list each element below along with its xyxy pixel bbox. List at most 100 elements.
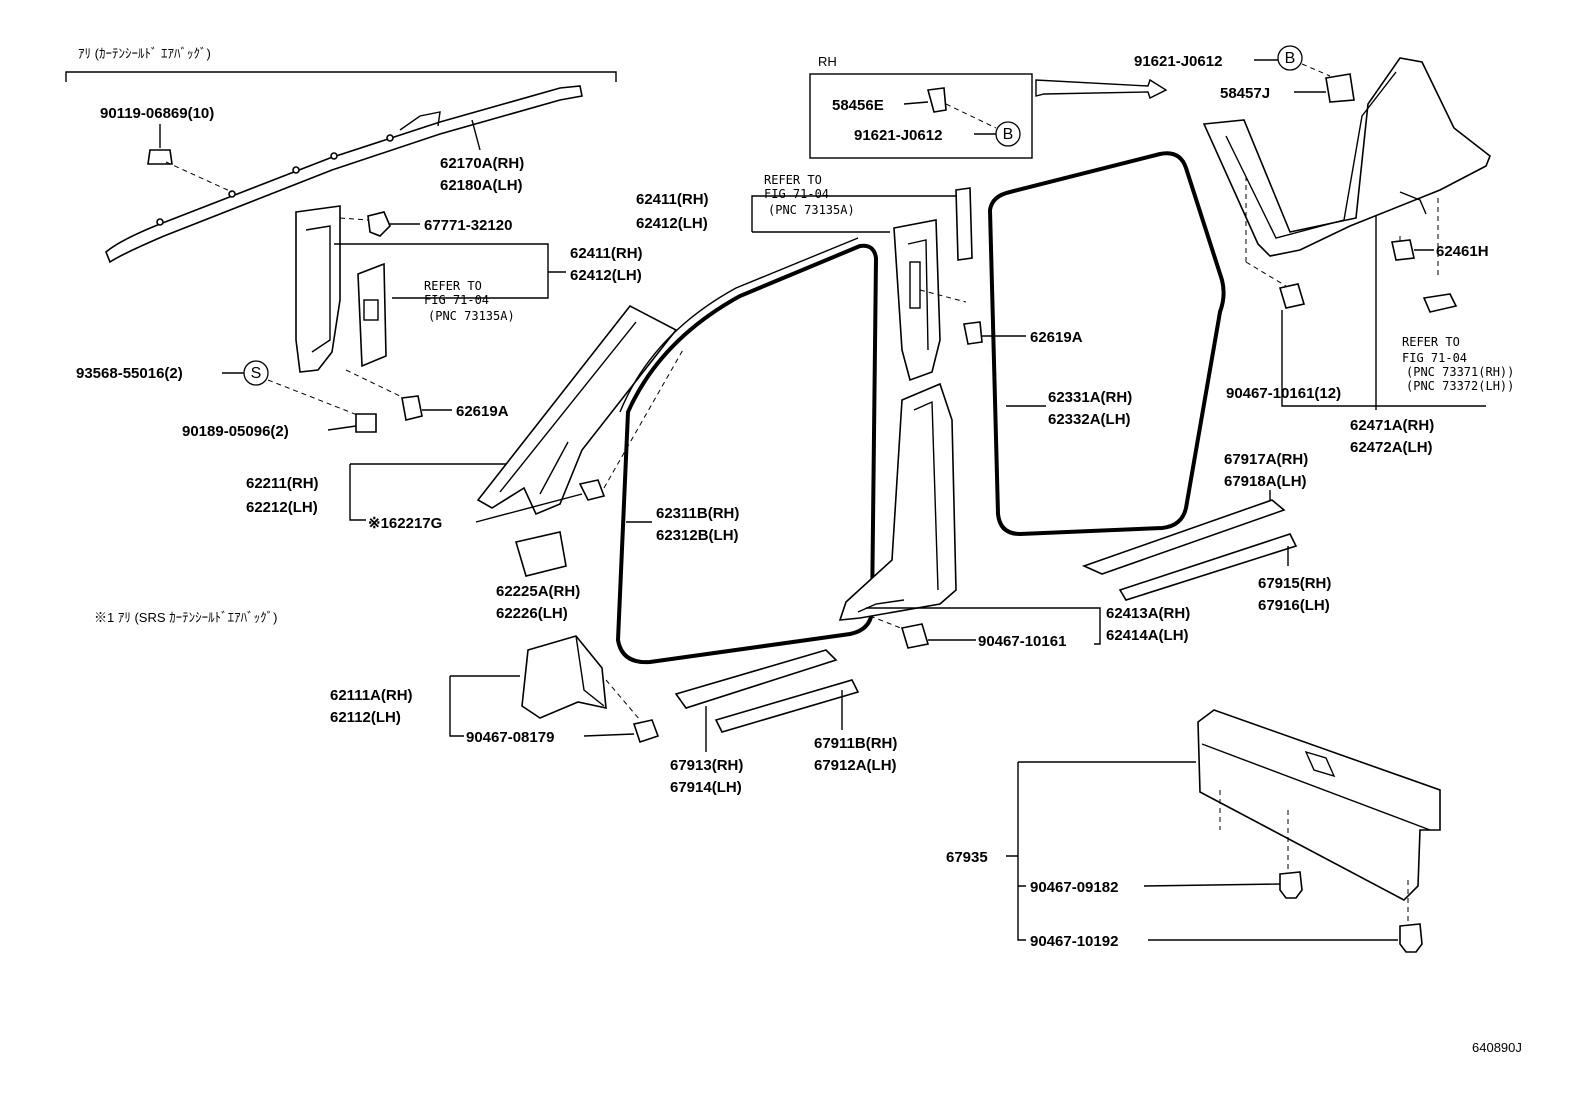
refer3-line3: (PNC 73371(RH)) bbox=[1406, 365, 1514, 379]
label-67915: 67915(RH) bbox=[1258, 575, 1331, 592]
rail-clip-3 bbox=[292, 166, 300, 174]
label-90467-10161b: 90467-10161(12) bbox=[1226, 385, 1341, 402]
pillar-garnish-center bbox=[893, 219, 941, 382]
leader-62411a bbox=[334, 243, 549, 299]
dash-67771 bbox=[339, 217, 369, 221]
label-62111a: 62111A(RH) bbox=[330, 687, 413, 704]
label-62331a: 62331A(RH) bbox=[1048, 389, 1132, 406]
leader-62217g bbox=[475, 493, 583, 523]
dash-b1 bbox=[1301, 63, 1331, 77]
label-90119: 90119-06869(10) bbox=[100, 105, 214, 122]
label-67916: 67916(LH) bbox=[1258, 597, 1330, 614]
rail-clip-4 bbox=[330, 152, 338, 160]
quarter-trim-inner bbox=[1225, 71, 1397, 239]
leader-62111a bbox=[449, 675, 520, 737]
scuff-plate-67917a bbox=[1081, 499, 1286, 575]
pillar-center-slot bbox=[909, 261, 921, 309]
label-62413a: 62413A(RH) bbox=[1106, 605, 1190, 622]
label-90467-08179: 90467-08179 bbox=[466, 729, 554, 746]
label-62414a: 62414A(LH) bbox=[1106, 627, 1189, 644]
label-91621-a: 91621-J0612 bbox=[1134, 53, 1222, 70]
clip-90467-10192 bbox=[1399, 923, 1423, 953]
clip-62619a-left bbox=[401, 395, 423, 421]
rh-detail-box bbox=[809, 73, 1033, 159]
label-62461h: 62461H bbox=[1436, 243, 1489, 260]
label-62211: 62211(RH) bbox=[246, 475, 319, 492]
dash-58456e bbox=[945, 103, 997, 129]
nut-90189 bbox=[355, 413, 377, 433]
circle-b1-text: B bbox=[1285, 50, 1296, 67]
leader-62170a bbox=[471, 119, 481, 151]
label-62412b: 62412(LH) bbox=[636, 215, 708, 232]
label-62226: 62226(LH) bbox=[496, 605, 568, 622]
leader-62211 bbox=[349, 463, 506, 521]
back-trim-ridge bbox=[1201, 743, 1431, 831]
refer1-line1: REFER TO bbox=[424, 279, 482, 293]
back-trim-67935 bbox=[1197, 709, 1441, 901]
label-90467-09182: 90467-09182 bbox=[1030, 879, 1118, 896]
circle-b1-marker bbox=[1277, 45, 1303, 71]
label-67911b: 67911B(RH) bbox=[814, 735, 897, 752]
label-67914: 67914(LH) bbox=[670, 779, 742, 796]
cover-62225a bbox=[514, 531, 567, 577]
label-62225a: 62225A(RH) bbox=[496, 583, 580, 600]
rail-clip-1 bbox=[156, 218, 164, 226]
pillar-lower-62413a bbox=[838, 382, 957, 621]
refer2-line1: REFER TO bbox=[764, 173, 822, 187]
label-62180a: 62180A(LH) bbox=[440, 177, 523, 194]
leader-90189 bbox=[327, 425, 357, 431]
circle-b2-text: B bbox=[1003, 126, 1014, 143]
bolt-90119 bbox=[147, 149, 173, 165]
label-62472a: 62472A(LH) bbox=[1350, 439, 1433, 456]
leader-58456e bbox=[903, 101, 929, 105]
refer3-line1: REFER TO bbox=[1402, 335, 1460, 349]
scuff-plate-67915 bbox=[1118, 533, 1298, 601]
label-62212: 62212(LH) bbox=[246, 499, 318, 516]
bracket-58457j bbox=[1325, 73, 1355, 103]
refer-bracket-right bbox=[1422, 293, 1458, 313]
dash-kick-clip bbox=[605, 679, 641, 721]
pillar-garnish-left bbox=[295, 205, 341, 373]
clip-90467-08179 bbox=[632, 719, 660, 744]
arrow-to-rh bbox=[1035, 78, 1168, 99]
label-62411a: 62411(RH) bbox=[570, 245, 643, 262]
bracket-top-left bbox=[65, 71, 617, 82]
label-62411b: 62411(RH) bbox=[636, 191, 709, 208]
leader-90467-08179 bbox=[583, 733, 635, 737]
label-90467-10161a: 90467-10161 bbox=[978, 633, 1066, 650]
kick-panel-62111a bbox=[521, 635, 607, 719]
label-62170a: 62170A(RH) bbox=[440, 155, 524, 172]
rail-clip-5 bbox=[386, 134, 394, 142]
label-62412a: 62412(LH) bbox=[570, 267, 642, 284]
pillar-lower-inner bbox=[913, 400, 939, 591]
clip-62619a-center bbox=[963, 321, 983, 345]
front-door-weatherstrip bbox=[615, 243, 879, 665]
label-67912a: 67912A(LH) bbox=[814, 757, 897, 774]
leader-90467-10161b bbox=[1281, 310, 1486, 407]
label-58457j: 58457J bbox=[1220, 85, 1270, 102]
clip-62461h bbox=[1391, 239, 1415, 261]
dash-62619a-center bbox=[919, 289, 967, 303]
weatherstrip-outer bbox=[619, 237, 859, 413]
pillar-62211-edge bbox=[499, 321, 637, 493]
scuff-plate-67913 bbox=[674, 649, 838, 709]
pillar-center-inner bbox=[907, 239, 929, 351]
dash-quarter-2 bbox=[1245, 261, 1287, 287]
quarter-trim-tab bbox=[1399, 191, 1427, 215]
pillar-inner-line bbox=[305, 225, 331, 353]
refer3-line2: FIG 71-04 bbox=[1402, 351, 1467, 365]
label-62332a: 62332A(LH) bbox=[1048, 411, 1131, 428]
note-footnote: ※1 ｱﾘ (SRS ｶｰﾃﾝｼｰﾙﾄﾞｴｱﾊﾞｯｸﾞ) bbox=[94, 610, 277, 625]
scuff-plate-67911b bbox=[714, 679, 860, 733]
label-62311b: 62311B(RH) bbox=[656, 505, 739, 522]
rail-bracket bbox=[399, 111, 441, 131]
circle-s-marker bbox=[243, 360, 269, 386]
refer1-line3: (PNC 73135A) bbox=[428, 309, 515, 323]
clip-90467-10161a bbox=[900, 623, 930, 649]
clip-90467-09182 bbox=[1279, 871, 1303, 899]
label-67771: 67771-32120 bbox=[424, 217, 512, 234]
label-62471a: 62471A(RH) bbox=[1350, 417, 1434, 434]
label-91621-b: 91621-J0612 bbox=[854, 127, 942, 144]
